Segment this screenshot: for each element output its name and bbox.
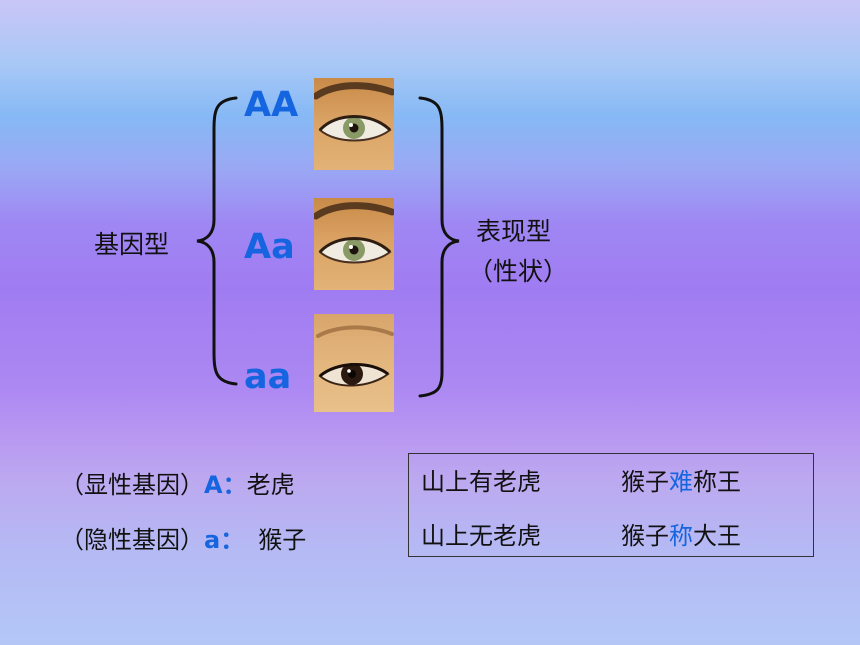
saying-line1-right-b: 称王	[693, 468, 741, 496]
eye-photo-Aa	[314, 198, 394, 290]
saying-line2-right-b: 大王	[693, 522, 741, 550]
right-brace-icon	[418, 96, 460, 398]
left-brace-icon	[196, 96, 238, 386]
phenotype-label: 表现型	[476, 217, 552, 246]
saying-line2-highlight: 称	[669, 522, 693, 550]
phenotype-sub-label: （性状）	[468, 257, 569, 286]
dominant-legend: （显性基因）A：老虎	[60, 465, 295, 500]
genotype-aa: aa	[244, 357, 292, 397]
recessive-meaning: 猴子	[258, 526, 307, 554]
saying-line2-left: 山上无老虎	[421, 522, 541, 550]
genotype-AA: AA	[244, 85, 299, 125]
recessive-allele: a	[204, 526, 221, 554]
saying-line1-right-a: 猴子	[621, 468, 669, 496]
dominant-allele: A	[204, 471, 223, 499]
recessive-legend: （隐性基因）a： 猴子	[60, 520, 306, 555]
dominant-meaning: 老虎	[246, 471, 295, 499]
eye-photo-aa	[314, 314, 394, 412]
recessive-prefix: （隐性基因）	[60, 526, 204, 554]
genotype-Aa: Aa	[244, 227, 295, 267]
dominant-colon: ：	[222, 471, 247, 499]
saying-line1-highlight: 难	[669, 468, 693, 496]
recessive-colon: ：	[220, 526, 245, 554]
saying-line1-right: 猴子难称王	[621, 462, 741, 497]
eye-photo-AA	[314, 78, 394, 170]
saying-line2-right: 猴子称大王	[621, 516, 741, 551]
saying-line1-left: 山上有老虎	[421, 468, 541, 496]
dominant-prefix: （显性基因）	[60, 471, 204, 499]
saying-box: 山上有老虎 猴子难称王 山上无老虎 猴子称大王	[408, 453, 814, 557]
eye-dark-iris-icon	[314, 314, 394, 412]
saying-line2-right-a: 猴子	[621, 522, 669, 550]
genotype-label: 基因型	[94, 230, 170, 259]
eye-light-iris-icon	[314, 198, 394, 290]
eye-light-iris-icon	[314, 78, 394, 170]
